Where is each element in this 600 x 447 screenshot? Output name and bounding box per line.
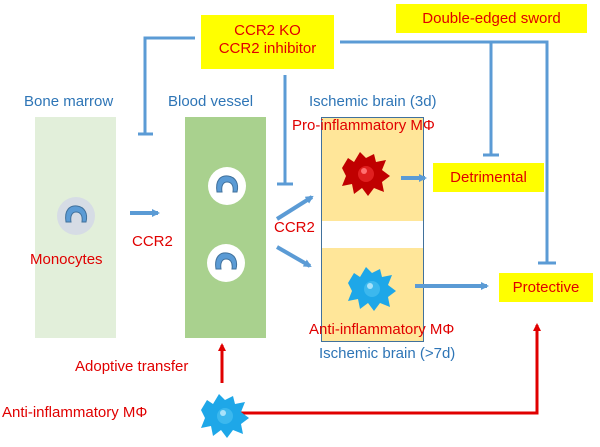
ccr2-label-left: CCR2 bbox=[132, 233, 173, 250]
ccr2-intervention-box: CCR2 KO CCR2 inhibitor bbox=[201, 15, 334, 69]
monocyte-cell-vessel-top bbox=[208, 167, 246, 205]
inhibit-line-bone-to-vessel bbox=[138, 36, 195, 136]
anti-inflammatory-macrophage-source bbox=[201, 394, 249, 438]
ischemic-brain-7d-label: Ischemic brain (>7d) bbox=[319, 345, 456, 362]
ischemic-brain-3d-label: Ischemic brain (3d) bbox=[309, 93, 437, 110]
pro-inflammatory-label: Pro-inflammatory MΦ bbox=[292, 117, 435, 134]
monocyte-cell-vessel-bottom bbox=[207, 244, 245, 282]
anti-inflammatory-brain-label: Anti-inflammatory MΦ bbox=[309, 321, 455, 338]
anti-inflammatory-source-label: Anti-inflammatory MΦ bbox=[2, 404, 148, 421]
anti-inflammatory-macrophage-brain bbox=[348, 267, 396, 311]
monocytes-label: Monocytes bbox=[30, 251, 103, 268]
double-edged-bracket bbox=[340, 40, 549, 263]
detrimental-box: Detrimental bbox=[433, 163, 544, 192]
blood-vessel-region bbox=[185, 117, 266, 338]
ischemic-brain-region bbox=[321, 117, 424, 342]
monocyte-cell-bone-marrow bbox=[57, 197, 95, 235]
double-edged-sword-box: Double-edged sword bbox=[396, 4, 587, 33]
ccr2-inhibitor-label: CCR2 inhibitor bbox=[218, 40, 317, 57]
protective-box: Protective bbox=[499, 273, 593, 302]
arrow-to-pro bbox=[275, 195, 314, 221]
inhibit-line-vessel-to-brain bbox=[277, 75, 293, 186]
blood-vessel-label: Blood vessel bbox=[168, 93, 254, 110]
pro-inflammatory-macrophage bbox=[342, 152, 390, 196]
arrow-source-to-protective bbox=[236, 323, 541, 415]
ccr2-ko-label: CCR2 KO bbox=[234, 22, 301, 39]
arrow-to-anti bbox=[276, 245, 312, 268]
adoptive-transfer-label: Adoptive transfer bbox=[75, 358, 189, 375]
ccr2-label-mid: CCR2 bbox=[274, 219, 315, 236]
bone-marrow-label: Bone marrow bbox=[24, 93, 114, 110]
